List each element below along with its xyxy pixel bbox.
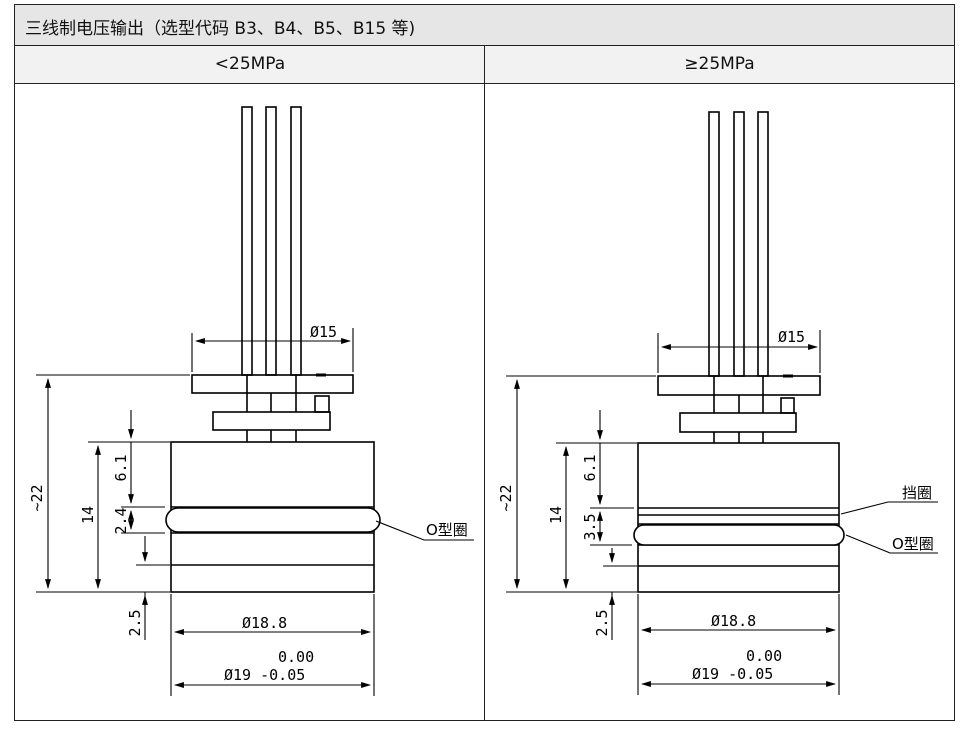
left-label-groove: 2.4 bbox=[112, 507, 130, 534]
right-label-total-height: ~22 bbox=[497, 484, 515, 511]
left-dimensions bbox=[36, 328, 474, 696]
right-dimensions bbox=[506, 330, 938, 695]
left-connector-block bbox=[191, 374, 354, 394]
right-wire-3 bbox=[757, 111, 769, 377]
left-wire-3 bbox=[290, 106, 302, 376]
column-header-high-pressure: ≥25MPa bbox=[684, 54, 755, 74]
left-dimension-labels: Ø15 ~22 14 6.1 2.4 2.5 Ø18.8 0.00 Ø19 -0… bbox=[28, 323, 468, 684]
right-label-bottom: 2.5 bbox=[593, 609, 611, 636]
right-wire-1 bbox=[708, 111, 720, 377]
left-label-tol-upper: 0.00 bbox=[278, 648, 314, 666]
left-pin-cap bbox=[314, 395, 330, 413]
right-label-dia-15: Ø15 bbox=[778, 328, 805, 346]
left-label-dia-15: Ø15 bbox=[310, 323, 337, 341]
column-header-low-pressure: <25MPa bbox=[214, 54, 286, 74]
left-label-dia-19: Ø19 -0.05 bbox=[224, 666, 305, 684]
left-label-total-height: ~22 bbox=[28, 484, 46, 511]
right-label-oring: O型圈 bbox=[892, 535, 934, 553]
left-pcb bbox=[212, 411, 331, 431]
right-pcb bbox=[679, 412, 797, 433]
left-oring bbox=[165, 507, 381, 533]
right-label-dia-19: Ø19 -0.05 bbox=[692, 665, 773, 683]
column-divider bbox=[484, 46, 485, 720]
left-wire-2 bbox=[265, 106, 277, 376]
right-connector-block bbox=[657, 375, 821, 396]
left-wire-1 bbox=[241, 106, 253, 376]
right-dimension-labels: Ø15 ~22 14 6.1 3.5 2.5 Ø18.8 0.00 Ø19 -0… bbox=[497, 328, 934, 683]
spec-table: 三线制电压输出（选型代码 B3、B4、B5、B15 等) <25MPa ≥25M… bbox=[14, 4, 955, 721]
right-oring bbox=[633, 524, 845, 546]
right-label-groove: 3.5 bbox=[581, 513, 599, 540]
table-title-row: 三线制电压输出（选型代码 B3、B4、B5、B15 等) bbox=[15, 5, 954, 46]
right-sensor-drawing bbox=[633, 111, 845, 593]
left-label-body-height: 14 bbox=[79, 506, 97, 524]
right-label-body-height: 14 bbox=[547, 506, 565, 524]
left-label-bottom: 2.5 bbox=[126, 609, 144, 636]
right-label-dia-188: Ø18.8 bbox=[711, 612, 756, 630]
right-label-backup-ring: 挡圈 bbox=[902, 484, 932, 502]
right-label-upper: 6.1 bbox=[581, 454, 599, 481]
right-pin-cap bbox=[780, 397, 795, 414]
left-label-oring: O型圈 bbox=[426, 521, 468, 539]
left-label-dia-188: Ø18.8 bbox=[242, 614, 287, 632]
left-sensor-drawing bbox=[165, 106, 381, 593]
left-label-upper: 6.1 bbox=[112, 454, 130, 481]
right-body bbox=[637, 442, 840, 593]
right-wire-2 bbox=[733, 111, 745, 377]
table-title: 三线制电压输出（选型代码 B3、B4、B5、B15 等) bbox=[25, 19, 416, 39]
right-label-tol-upper: 0.00 bbox=[746, 647, 782, 665]
